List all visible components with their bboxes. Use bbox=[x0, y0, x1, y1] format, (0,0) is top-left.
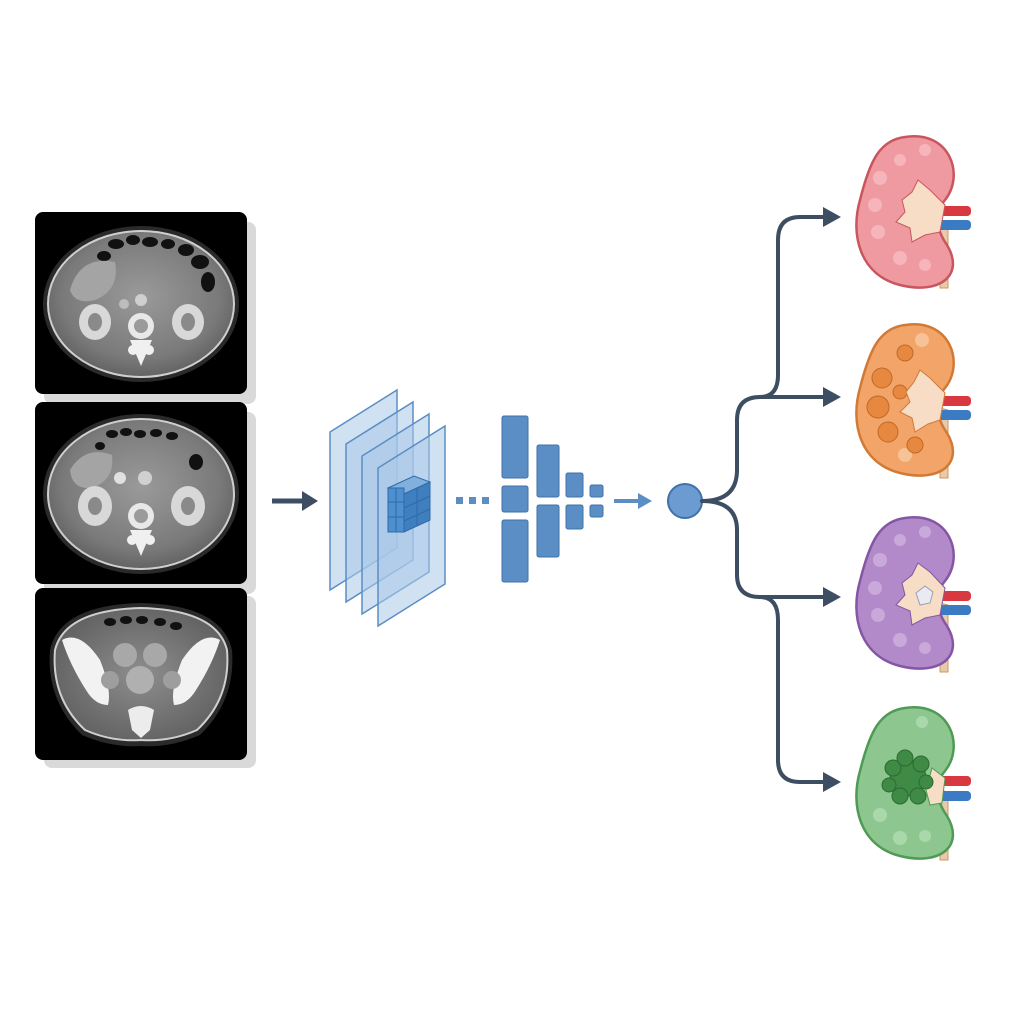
kidney-cyst-icon bbox=[855, 323, 971, 479]
voxel-cube-icon bbox=[386, 475, 432, 533]
branch-arrowheads bbox=[823, 207, 841, 792]
ct-slice-upper-abdomen bbox=[35, 212, 247, 394]
kidney-tumor-icon bbox=[855, 706, 971, 861]
classification-branches bbox=[700, 215, 828, 784]
feature-layers bbox=[501, 415, 604, 583]
ct-slice-mid-abdomen bbox=[35, 402, 247, 584]
input-arrow bbox=[272, 491, 318, 511]
kidney-stone-icon bbox=[855, 516, 971, 673]
feature-arrow bbox=[614, 493, 652, 509]
output-node bbox=[667, 483, 703, 519]
ct-slice-pelvis bbox=[35, 588, 247, 760]
dotted-connector bbox=[456, 497, 489, 504]
tumor-mass bbox=[881, 749, 934, 805]
ct-scan-stack bbox=[35, 212, 256, 768]
volume-layers bbox=[329, 388, 446, 628]
kidney-normal-icon bbox=[855, 135, 971, 289]
